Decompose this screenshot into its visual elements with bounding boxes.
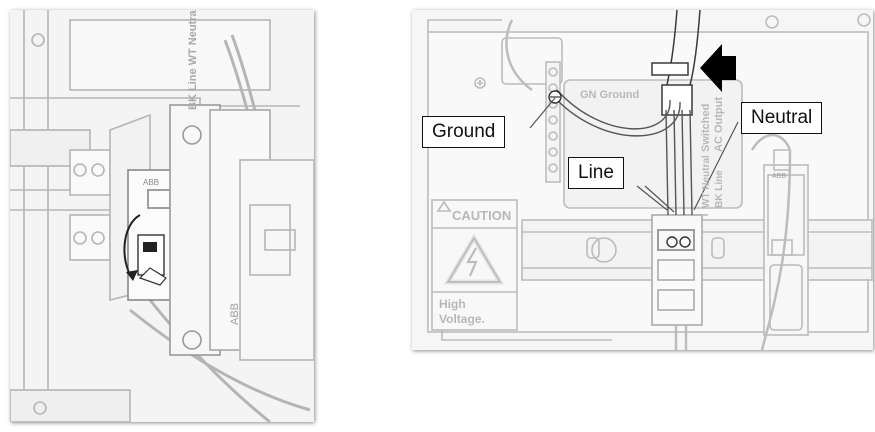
switched-label: Switched bbox=[700, 104, 712, 152]
ground-callout: Ground bbox=[422, 116, 506, 148]
breaker-closeup-drawing: ABB ABB BK Line WT Neutral GN Line bbox=[10, 10, 314, 422]
left-side-wire-text: BK Line WT Neutral GN Line bbox=[187, 10, 199, 110]
ground-leader-line bbox=[529, 97, 556, 129]
right-breaker-brand: ABB bbox=[772, 173, 786, 180]
right-illustration: GN Ground Switched AC Output WT Neutral … bbox=[412, 10, 873, 350]
wire-neutral-label: WT Neutral bbox=[701, 155, 712, 208]
line-leader-line-1 bbox=[636, 185, 668, 211]
caution-text-high: High bbox=[439, 297, 466, 311]
neutral-leader-line bbox=[693, 121, 739, 211]
wire-line-label: BK Line bbox=[714, 170, 725, 208]
left-breaker-brand: ABB bbox=[143, 178, 159, 187]
neutral-callout: Neutral bbox=[741, 102, 823, 134]
terminal-ground-label: GN Ground bbox=[580, 89, 639, 101]
caution-text-voltage: Voltage. bbox=[439, 312, 485, 326]
left-illustration: ABB ABB BK Line WT Neutral GN Line bbox=[10, 10, 314, 422]
wiring-drawing: GN Ground Switched AC Output WT Neutral … bbox=[412, 10, 873, 350]
caution-title: CAUTION bbox=[452, 208, 511, 223]
line-callout: Line bbox=[568, 157, 624, 189]
cable-tie-arrow-icon bbox=[700, 44, 736, 92]
line-leader-line-2 bbox=[644, 185, 675, 213]
ac-output-label: AC Output bbox=[713, 97, 725, 152]
left-vertical-brand: ABB bbox=[229, 303, 241, 325]
